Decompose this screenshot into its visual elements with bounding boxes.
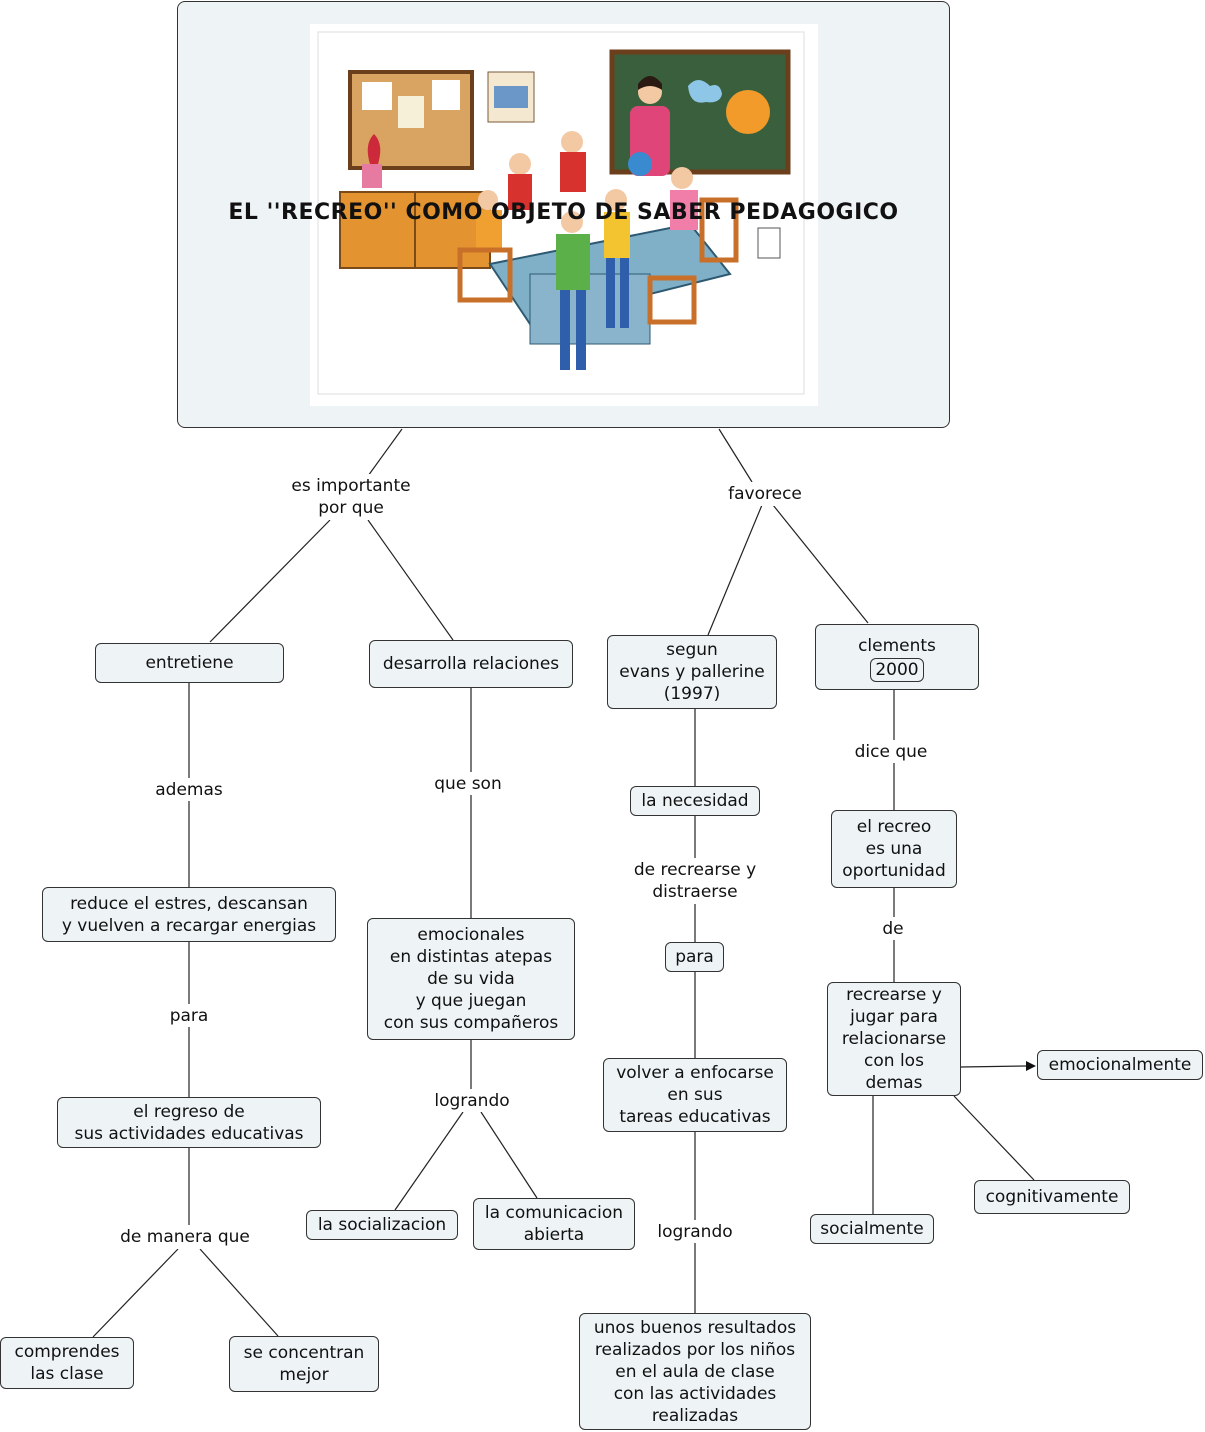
node-la-socializacion[interactable]: la socializacion	[306, 1210, 458, 1240]
link-favorece[interactable]: favorece	[720, 482, 810, 506]
link-es-importante[interactable]: es importante por que	[280, 474, 422, 520]
node-clements[interactable]: clements 2000	[815, 624, 979, 690]
node-reduce-estres[interactable]: reduce el estres, descansan y vuelven a …	[42, 887, 336, 942]
link-de[interactable]: de	[876, 917, 910, 940]
connector	[772, 504, 869, 624]
link-para[interactable]: para	[162, 1004, 216, 1027]
connector	[953, 1095, 1035, 1181]
node-cognitivamente[interactable]: cognitivamente	[974, 1180, 1130, 1214]
connector	[394, 1111, 464, 1211]
connector	[480, 1111, 538, 1199]
clements-label: clements	[858, 635, 936, 656]
link-logrando-mid[interactable]: logrando	[428, 1089, 516, 1112]
link-logrando-right[interactable]: logrando	[650, 1220, 740, 1243]
node-recrearse-jugar[interactable]: recrearse y jugar para relacionarse con …	[827, 982, 961, 1096]
connector	[367, 519, 454, 641]
node-socialmente[interactable]: socialmente	[810, 1214, 934, 1244]
map-title: EL ''RECREO'' COMO OBJETO DE SABER PEDAG…	[228, 200, 899, 225]
node-comprendes[interactable]: comprendes las clase	[0, 1337, 134, 1389]
wastebasket-icon	[757, 227, 781, 259]
node-desarrolla-relaciones[interactable]: desarrolla relaciones	[369, 640, 573, 688]
node-volver-a-enfocarse[interactable]: volver a enfocarse en sus tareas educati…	[603, 1058, 787, 1132]
main-topic[interactable]: EL ''RECREO'' COMO OBJETO DE SABER PEDAG…	[177, 1, 950, 428]
node-emocionales[interactable]: emocionales en distintas atepas de su vi…	[367, 918, 575, 1040]
connector	[199, 1248, 279, 1337]
connector	[209, 519, 331, 643]
connector	[367, 428, 403, 477]
node-entretiene[interactable]: entretiene	[95, 643, 284, 683]
link-de-recrearse[interactable]: de recrearse y distraerse	[622, 858, 768, 904]
connector	[707, 504, 763, 636]
connector	[960, 1065, 1027, 1068]
clements-year: 2000	[870, 657, 924, 682]
node-para[interactable]: para	[665, 942, 724, 972]
arrowhead	[1026, 1061, 1036, 1071]
node-se-concentran[interactable]: se concentran mejor	[229, 1336, 379, 1392]
node-buenos-resultados[interactable]: unos buenos resultados realizados por lo…	[579, 1313, 811, 1430]
connector	[92, 1248, 179, 1338]
link-dice-que[interactable]: dice que	[846, 740, 936, 763]
node-la-comunicacion[interactable]: la comunicacion abierta	[473, 1198, 635, 1250]
connector	[718, 428, 753, 483]
node-la-necesidad[interactable]: la necesidad	[630, 786, 760, 816]
node-emocionalmente[interactable]: emocionalmente	[1037, 1050, 1203, 1080]
node-el-recreo[interactable]: el recreo es una oportunidad	[831, 810, 957, 888]
link-que-son[interactable]: que son	[428, 772, 508, 795]
classroom-illustration	[310, 24, 818, 406]
node-el-regreso[interactable]: el regreso de sus actividades educativas	[57, 1097, 321, 1148]
node-segun-evans[interactable]: segun evans y pallerine (1997)	[607, 635, 777, 709]
link-de-manera-que[interactable]: de manera que	[110, 1225, 260, 1249]
link-ademas[interactable]: ademas	[146, 778, 232, 801]
